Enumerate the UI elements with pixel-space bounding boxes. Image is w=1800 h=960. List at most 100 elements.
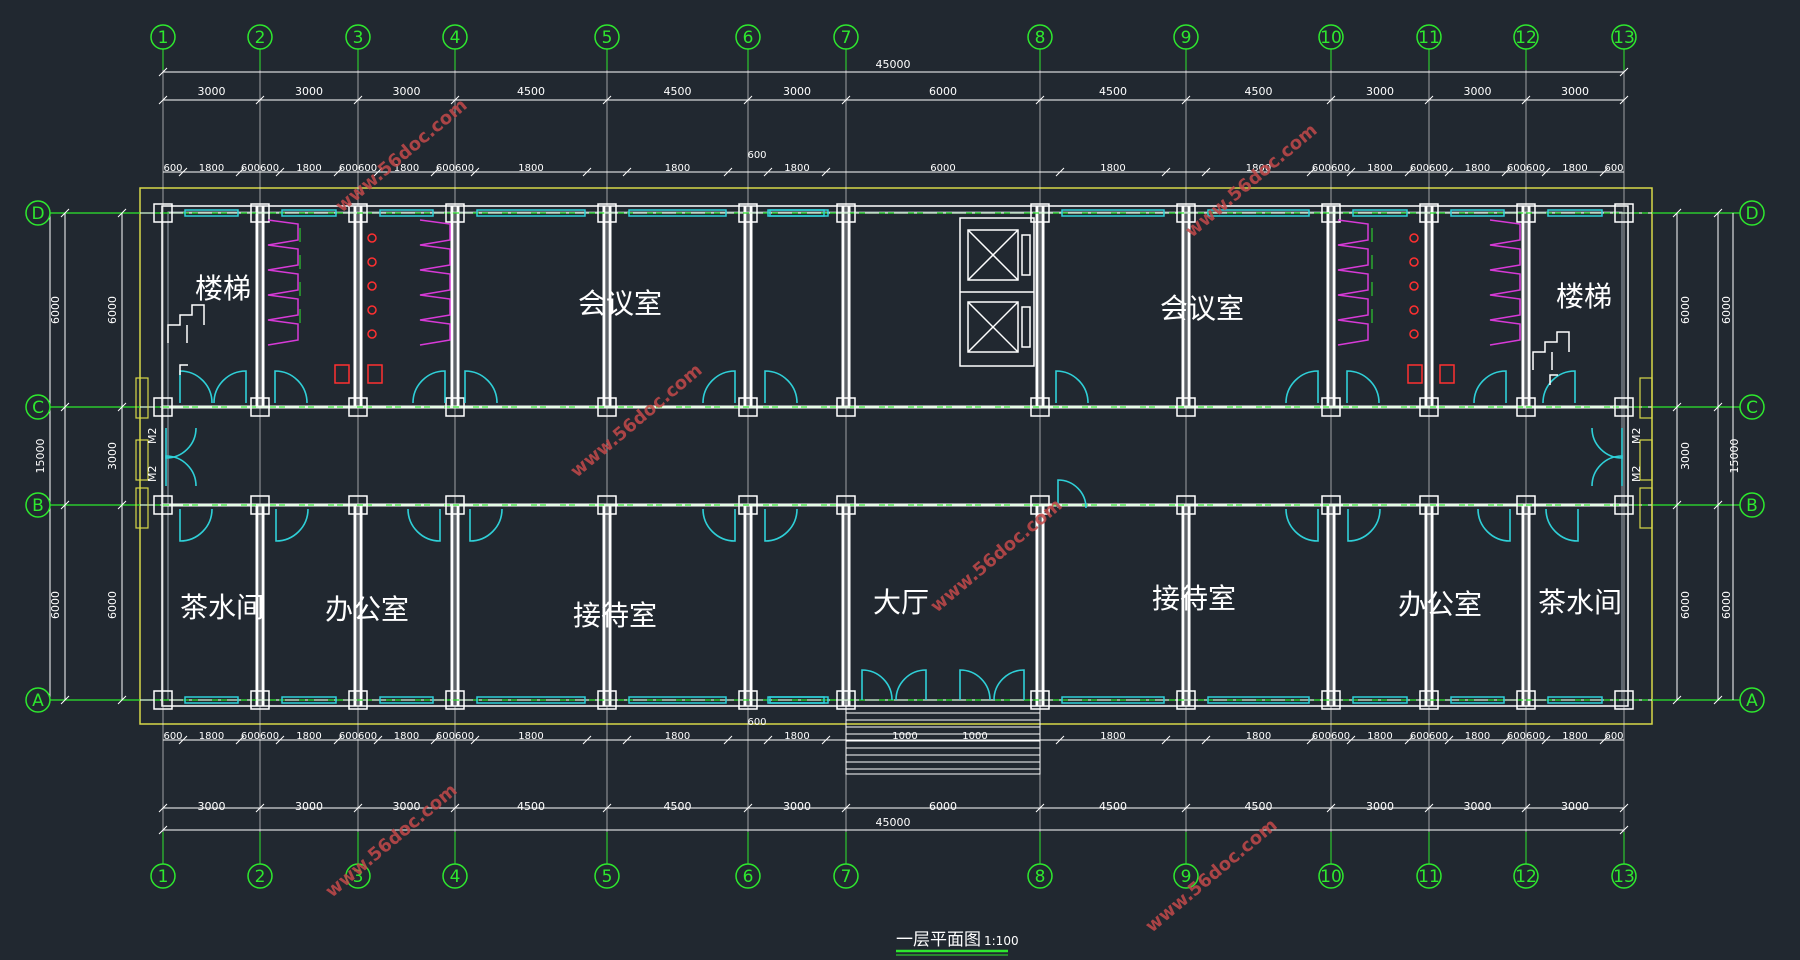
door-swing xyxy=(464,370,498,404)
axis-label-top: 5 xyxy=(602,28,613,48)
wash-basin xyxy=(367,281,377,291)
door-swing xyxy=(702,508,736,542)
dim-tick xyxy=(1424,803,1434,813)
dim-bay-bottom: 3000 xyxy=(393,800,421,813)
dim-tick xyxy=(353,803,363,813)
elevator-shafts xyxy=(959,217,1035,367)
door-frame xyxy=(1639,439,1653,481)
dim-tick xyxy=(470,735,480,745)
dim-tick xyxy=(1055,735,1065,745)
dim-row: 3000 xyxy=(1679,442,1692,470)
window xyxy=(1547,696,1603,704)
dim-tick xyxy=(821,167,831,177)
dim-window-center: 6000 xyxy=(930,163,955,174)
column xyxy=(1030,203,1050,223)
window xyxy=(1352,696,1408,704)
window xyxy=(1061,696,1165,704)
door-swing xyxy=(412,370,446,404)
dim-tick xyxy=(158,67,168,77)
dim-tick xyxy=(602,803,612,813)
axis-label-top: 8 xyxy=(1035,28,1046,48)
window xyxy=(1547,209,1603,217)
column xyxy=(445,203,465,223)
window xyxy=(1352,209,1408,217)
column xyxy=(1516,690,1536,710)
window xyxy=(767,696,829,704)
dimension-lines xyxy=(49,67,1734,835)
wash-basin xyxy=(367,305,377,315)
dim-600: 600 xyxy=(163,731,182,742)
column xyxy=(445,397,465,417)
entrance-steps xyxy=(845,700,1041,775)
dim-tick xyxy=(622,167,632,177)
dim-600600: 600600 xyxy=(1507,731,1545,742)
dim-bay-top: 4500 xyxy=(1099,85,1127,98)
axis-label-top: 7 xyxy=(841,28,852,48)
dim-window-bottom: 1800 xyxy=(199,731,224,742)
dim-tick xyxy=(1599,735,1609,745)
dim-bay-top: 6000 xyxy=(929,85,957,98)
axis-label-right: D xyxy=(1745,204,1758,224)
window xyxy=(379,696,434,704)
column xyxy=(1176,495,1196,515)
axis-label-bottom: 6 xyxy=(743,867,754,887)
dim-total-depth: 15000 xyxy=(1728,439,1741,474)
dim-tick xyxy=(275,167,285,177)
dim-tick xyxy=(1326,803,1336,813)
entrance-door xyxy=(959,669,1025,701)
dim-row: 6000 xyxy=(49,591,62,619)
toilet-stalls xyxy=(267,219,299,346)
door-frame xyxy=(135,439,149,481)
dim-row: 3000 xyxy=(106,442,119,470)
dim-600-bottom: 600 xyxy=(747,717,766,728)
door-swings xyxy=(135,370,1653,701)
dim-tick xyxy=(582,167,592,177)
stair-symbol-right xyxy=(1532,331,1570,385)
door-swing xyxy=(275,508,309,542)
dim-600600: 600600 xyxy=(241,163,279,174)
door-swing xyxy=(764,370,798,404)
dim-tick xyxy=(430,735,440,745)
axis-label-bottom: 5 xyxy=(602,867,613,887)
dim-tick xyxy=(1306,167,1316,177)
door-swing xyxy=(1477,508,1511,542)
dim-bay-bottom: 4500 xyxy=(1245,800,1273,813)
column xyxy=(1614,397,1634,417)
dim-bay-bottom: 3000 xyxy=(1464,800,1492,813)
dim-tick xyxy=(373,167,383,177)
dim-tick xyxy=(743,95,753,105)
dim-tick xyxy=(1501,167,1511,177)
window xyxy=(1207,696,1310,704)
dim-tick xyxy=(821,735,831,745)
dim-window-bottom: 1800 xyxy=(1100,731,1125,742)
dim-tick xyxy=(60,402,70,412)
dim-tick xyxy=(1404,167,1414,177)
axis-label-right: A xyxy=(1746,691,1758,711)
door-label-m2: M2 xyxy=(1630,466,1643,483)
door-frame xyxy=(135,487,149,529)
dim-window-top: 1800 xyxy=(1367,163,1392,174)
wash-basin xyxy=(1409,257,1419,267)
dim-600600: 600600 xyxy=(241,731,279,742)
dim-tick xyxy=(1619,803,1629,813)
window xyxy=(281,209,337,217)
dim-tick xyxy=(1306,735,1316,745)
dim-bay-bottom: 3000 xyxy=(1561,800,1589,813)
dim-tick xyxy=(1346,167,1356,177)
column xyxy=(348,203,368,223)
axis-bubble xyxy=(1739,200,1765,226)
column xyxy=(1030,495,1050,515)
dim-tick xyxy=(1672,402,1682,412)
dim-tick xyxy=(1501,735,1511,745)
dim-tick xyxy=(1346,735,1356,745)
dim-tick xyxy=(275,735,285,745)
dim-row: 6000 xyxy=(1720,296,1733,324)
dim-tick xyxy=(1444,167,1454,177)
door-swing xyxy=(764,508,798,542)
column xyxy=(250,690,270,710)
dim-tick xyxy=(158,803,168,813)
dim-row: 6000 xyxy=(1720,591,1733,619)
dim-total-top: 45000 xyxy=(876,58,911,71)
